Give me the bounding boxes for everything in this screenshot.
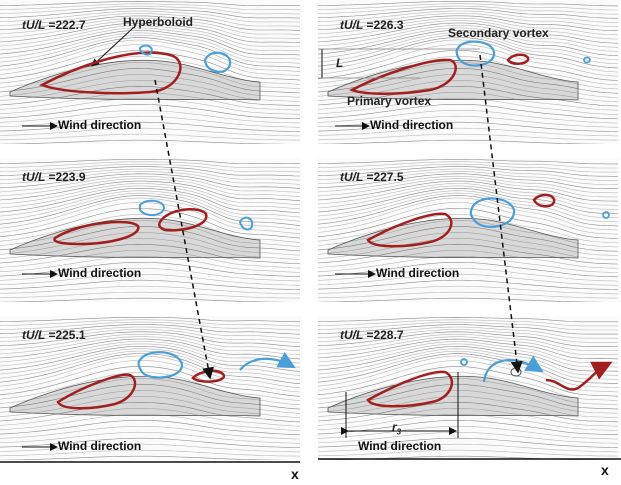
panel-c: tU/L =225.1 Wind direction	[0, 316, 302, 460]
panel-d: tU/L =226.3 Wind direction	[318, 0, 620, 144]
distance-label: r3	[392, 420, 402, 437]
panel-f: tU/L =228.7 Wind direction	[318, 316, 620, 460]
wind-direction-label: Wind direction	[358, 439, 442, 453]
secondary-vortex-label: Secondary vortex	[448, 26, 549, 40]
wind-direction-label: Wind direction	[370, 118, 454, 132]
panel-b: tU/L =223.9 Wind direction	[0, 158, 302, 302]
x-axis-label-left: x	[291, 466, 299, 482]
panel-e: tU/L =227.5 Wind direction	[318, 158, 620, 302]
wind-direction-label: Wind direction	[376, 266, 460, 280]
time-label: tU/L =223.9	[22, 170, 86, 184]
wind-direction-label: Wind direction	[58, 266, 142, 280]
time-label: tU/L =225.1	[22, 328, 86, 342]
hyperboloid-label: Hyperboloid	[123, 15, 194, 29]
time-label: tU/L =228.7	[340, 328, 404, 342]
wind-direction-label: Wind direction	[58, 439, 142, 453]
time-label: tU/L =226.3	[340, 18, 404, 32]
x-axis-label-right: x	[601, 462, 609, 478]
time-label: tU/L =222.7	[22, 18, 86, 32]
primary-vortex-label: Primary vortex	[347, 94, 432, 108]
length-scale-label: L	[336, 56, 344, 70]
time-label: tU/L =227.5	[340, 170, 404, 184]
wind-direction-label: Wind direction	[58, 118, 142, 132]
